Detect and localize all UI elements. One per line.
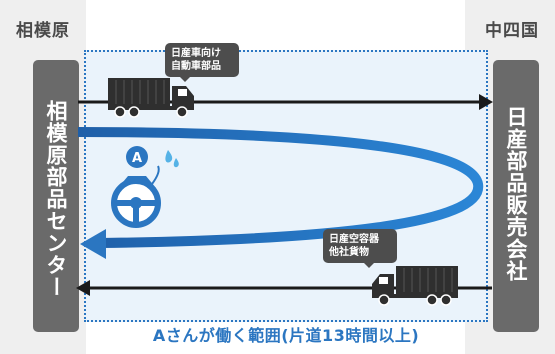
outbound-arrowhead: [479, 94, 493, 110]
truck-icon: [372, 266, 458, 306]
right-region-label: 中四国: [485, 21, 539, 41]
route-loop-arrowhead: [80, 229, 106, 259]
driver-route-loop: [77, 127, 484, 248]
sweat-drop-icon: [165, 150, 179, 168]
driver-badge-letter: A: [132, 151, 142, 166]
sagamihara-parts-center: 相模原部品センター: [33, 60, 79, 332]
left-region-label: 相模原: [16, 21, 70, 41]
driver-steering-wheel-icon: A: [111, 146, 161, 228]
inbound-arrowhead: [76, 280, 90, 296]
nissan-parts-sales-company: 日産部品販売会社: [493, 60, 539, 332]
work-range-caption: Aさんが働く範囲(片道13時間以上): [152, 326, 420, 345]
inbound-cargo-callout: 日産空容器 他社貨物: [323, 229, 397, 268]
truck-icon: [108, 78, 194, 118]
outbound-cargo-callout: 日産車向け 自動車部品: [165, 43, 239, 82]
